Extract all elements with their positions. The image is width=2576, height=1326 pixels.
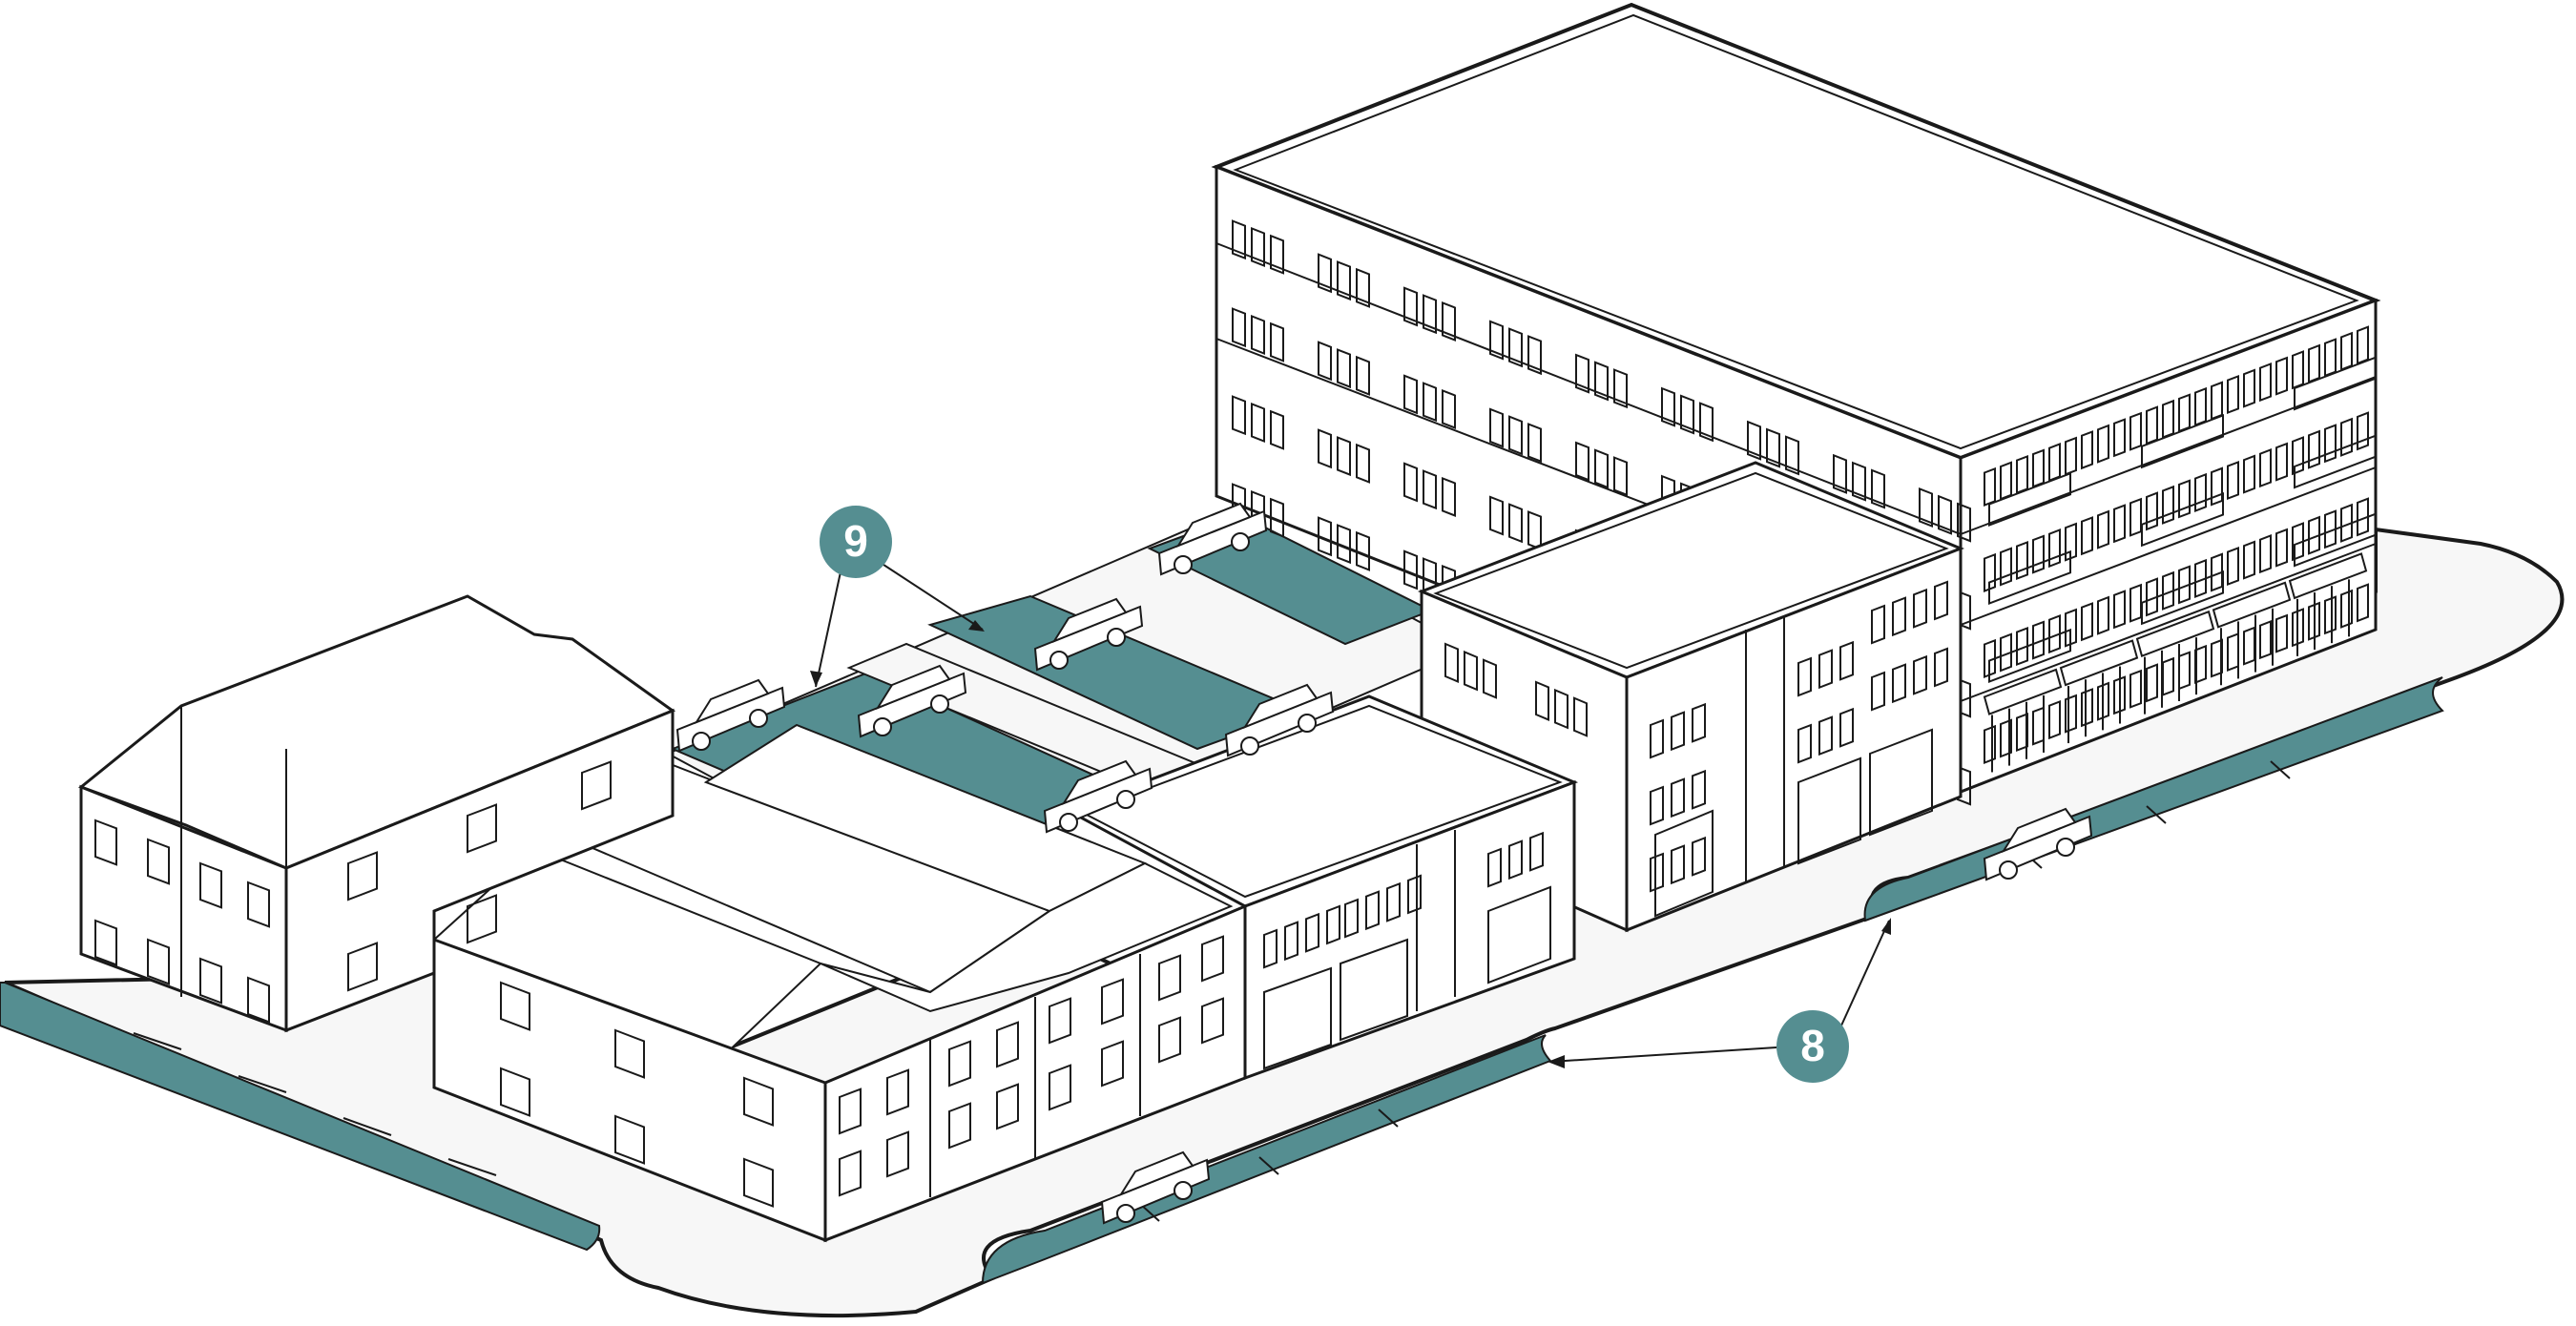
car-wheel [1298, 715, 1316, 732]
car-wheel [1174, 1182, 1192, 1199]
car-wheel [750, 710, 767, 727]
car-wheel [1117, 1205, 1134, 1222]
car-wheel [1108, 629, 1125, 646]
car-wheel [1060, 814, 1077, 831]
car-wheel [2057, 839, 2074, 856]
car-wheel [2000, 861, 2017, 879]
car-wheel [1050, 652, 1068, 669]
car-wheel [693, 733, 710, 750]
car-wheel [1241, 737, 1258, 755]
callout-number: 8 [1800, 1021, 1825, 1070]
callout-number: 9 [843, 516, 868, 566]
car-wheel [1232, 533, 1249, 550]
car-wheel [874, 718, 891, 736]
car-wheel [1117, 791, 1134, 808]
car-wheel [1174, 556, 1192, 573]
car-wheel [931, 695, 948, 713]
